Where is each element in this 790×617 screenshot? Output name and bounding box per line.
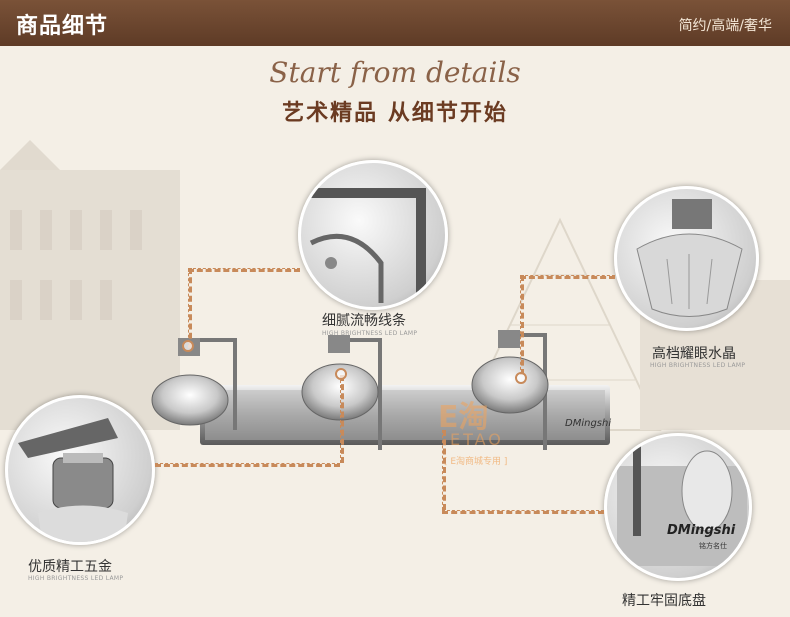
callout-line-4b	[442, 430, 446, 510]
product-image: DMingshi	[151, 330, 611, 450]
callout-label-1: 细腻流畅线条	[322, 313, 406, 329]
callout-sublabel-3: HIGH BRIGHTNESS LED LAMP	[28, 575, 124, 582]
curved-frame-icon	[309, 188, 426, 303]
script-title: Start from details	[269, 56, 521, 89]
detail-circle-crystal	[614, 186, 759, 331]
hero-subtitle: 艺术精品 从细节开始	[282, 101, 508, 126]
crystal-shade-icon	[636, 199, 743, 317]
callout-line-2b	[520, 275, 524, 375]
header-bar: 商品细节 简约/高端/奢华	[0, 0, 790, 46]
callout-dot-3	[335, 368, 347, 380]
callout-sublabel-2: HIGH BRIGHTNESS LED LAMP	[650, 362, 746, 369]
section-title: 商品细节	[16, 14, 109, 39]
callout-label-2: 高档耀眼水晶	[652, 346, 736, 362]
callout-label-4: 精工牢固底盘	[622, 593, 706, 609]
brand-text: DMingshi	[667, 523, 736, 538]
callout-line-1b	[188, 268, 192, 348]
callout-line-1	[188, 268, 300, 272]
brand-plate-icon: DMingshi 铭方名仕	[617, 446, 747, 566]
header-tags: 简约/高端/奢华	[678, 18, 772, 34]
callout-label-3: 优质精工五金	[28, 559, 112, 575]
watermark-sub: ETAO	[450, 430, 504, 449]
callout-sublabel-1: HIGH BRIGHTNESS LED LAMP	[322, 330, 418, 337]
watermark-logo: E淘	[438, 400, 489, 435]
metal-fitting-icon	[18, 418, 128, 542]
detail-circle-lines	[298, 160, 448, 310]
callout-line-4	[442, 510, 604, 514]
watermark-note: [ E淘商城专用 ]	[444, 457, 508, 467]
callout-line-3b	[340, 375, 344, 463]
callout-line-2	[520, 275, 615, 279]
callout-dot-1	[182, 340, 194, 352]
svg-text:DMingshi: DMingshi	[565, 418, 611, 429]
callout-dot-2	[515, 372, 527, 384]
brand-subtext: 铭方名仕	[699, 541, 727, 550]
detail-circle-hardware	[5, 395, 155, 545]
callout-line-3	[155, 463, 340, 467]
detail-circle-base: DMingshi 铭方名仕	[604, 433, 752, 581]
